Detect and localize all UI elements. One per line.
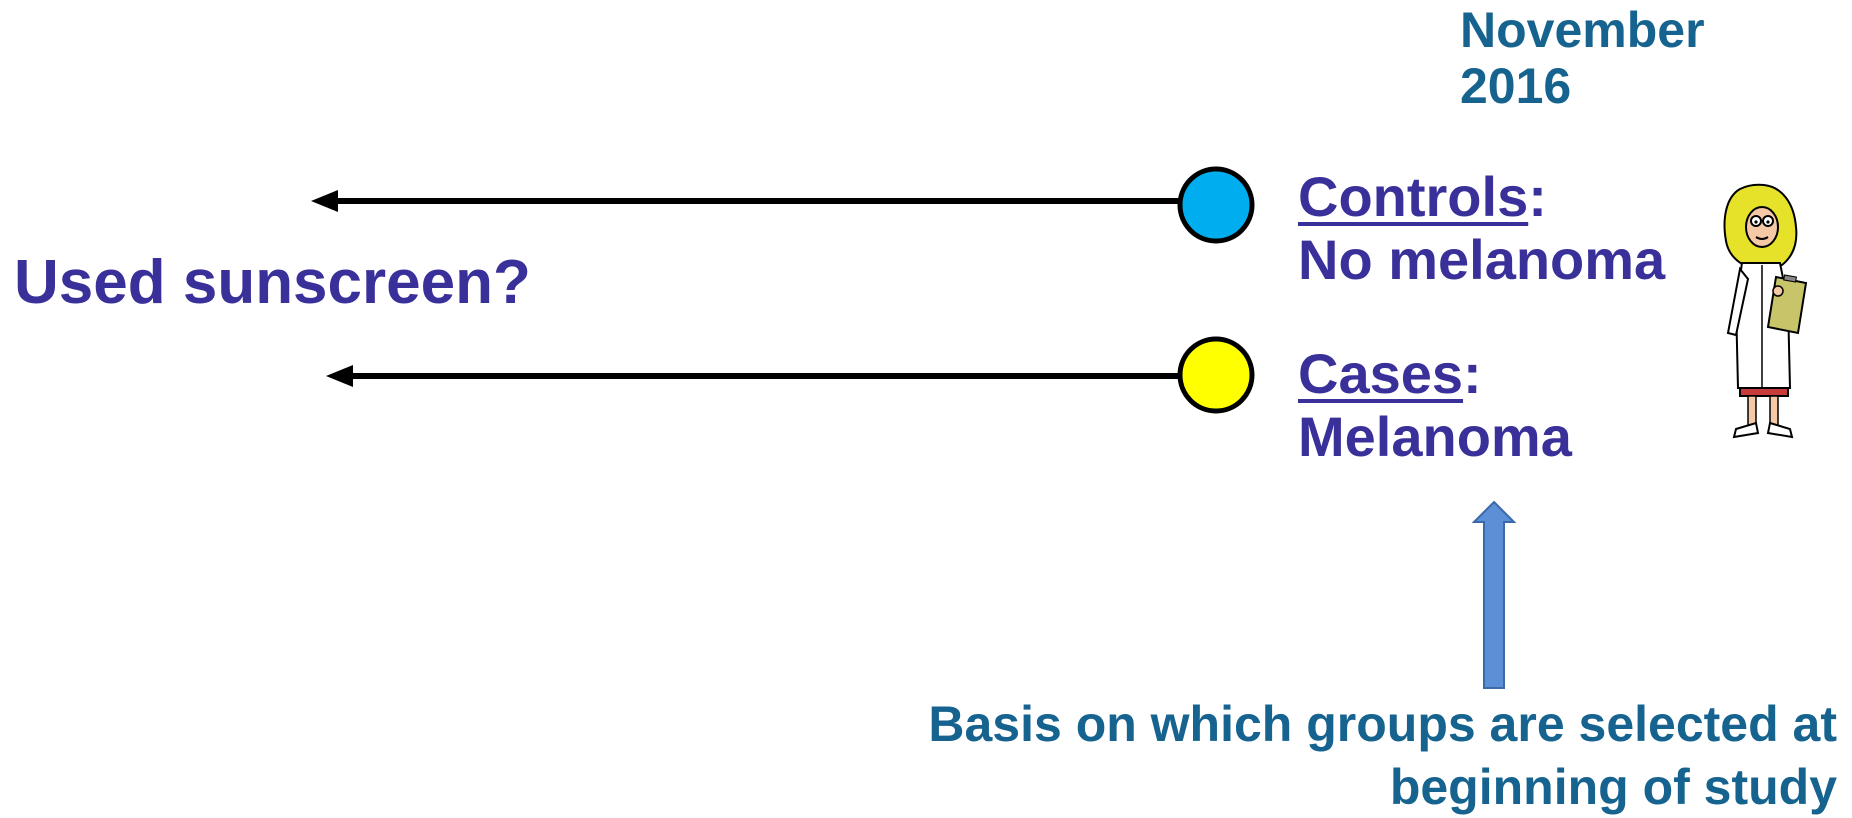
cases-retrospective-arrow xyxy=(326,365,1180,387)
researcher-with-clipboard-icon xyxy=(1725,185,1806,437)
arrow-left-icon xyxy=(326,365,353,387)
arrow-up-icon xyxy=(1474,502,1514,688)
controls-marker xyxy=(1180,169,1252,241)
controls-retrospective-arrow xyxy=(311,190,1180,212)
arrow-left-icon xyxy=(311,190,338,212)
cases-marker xyxy=(1180,339,1252,411)
